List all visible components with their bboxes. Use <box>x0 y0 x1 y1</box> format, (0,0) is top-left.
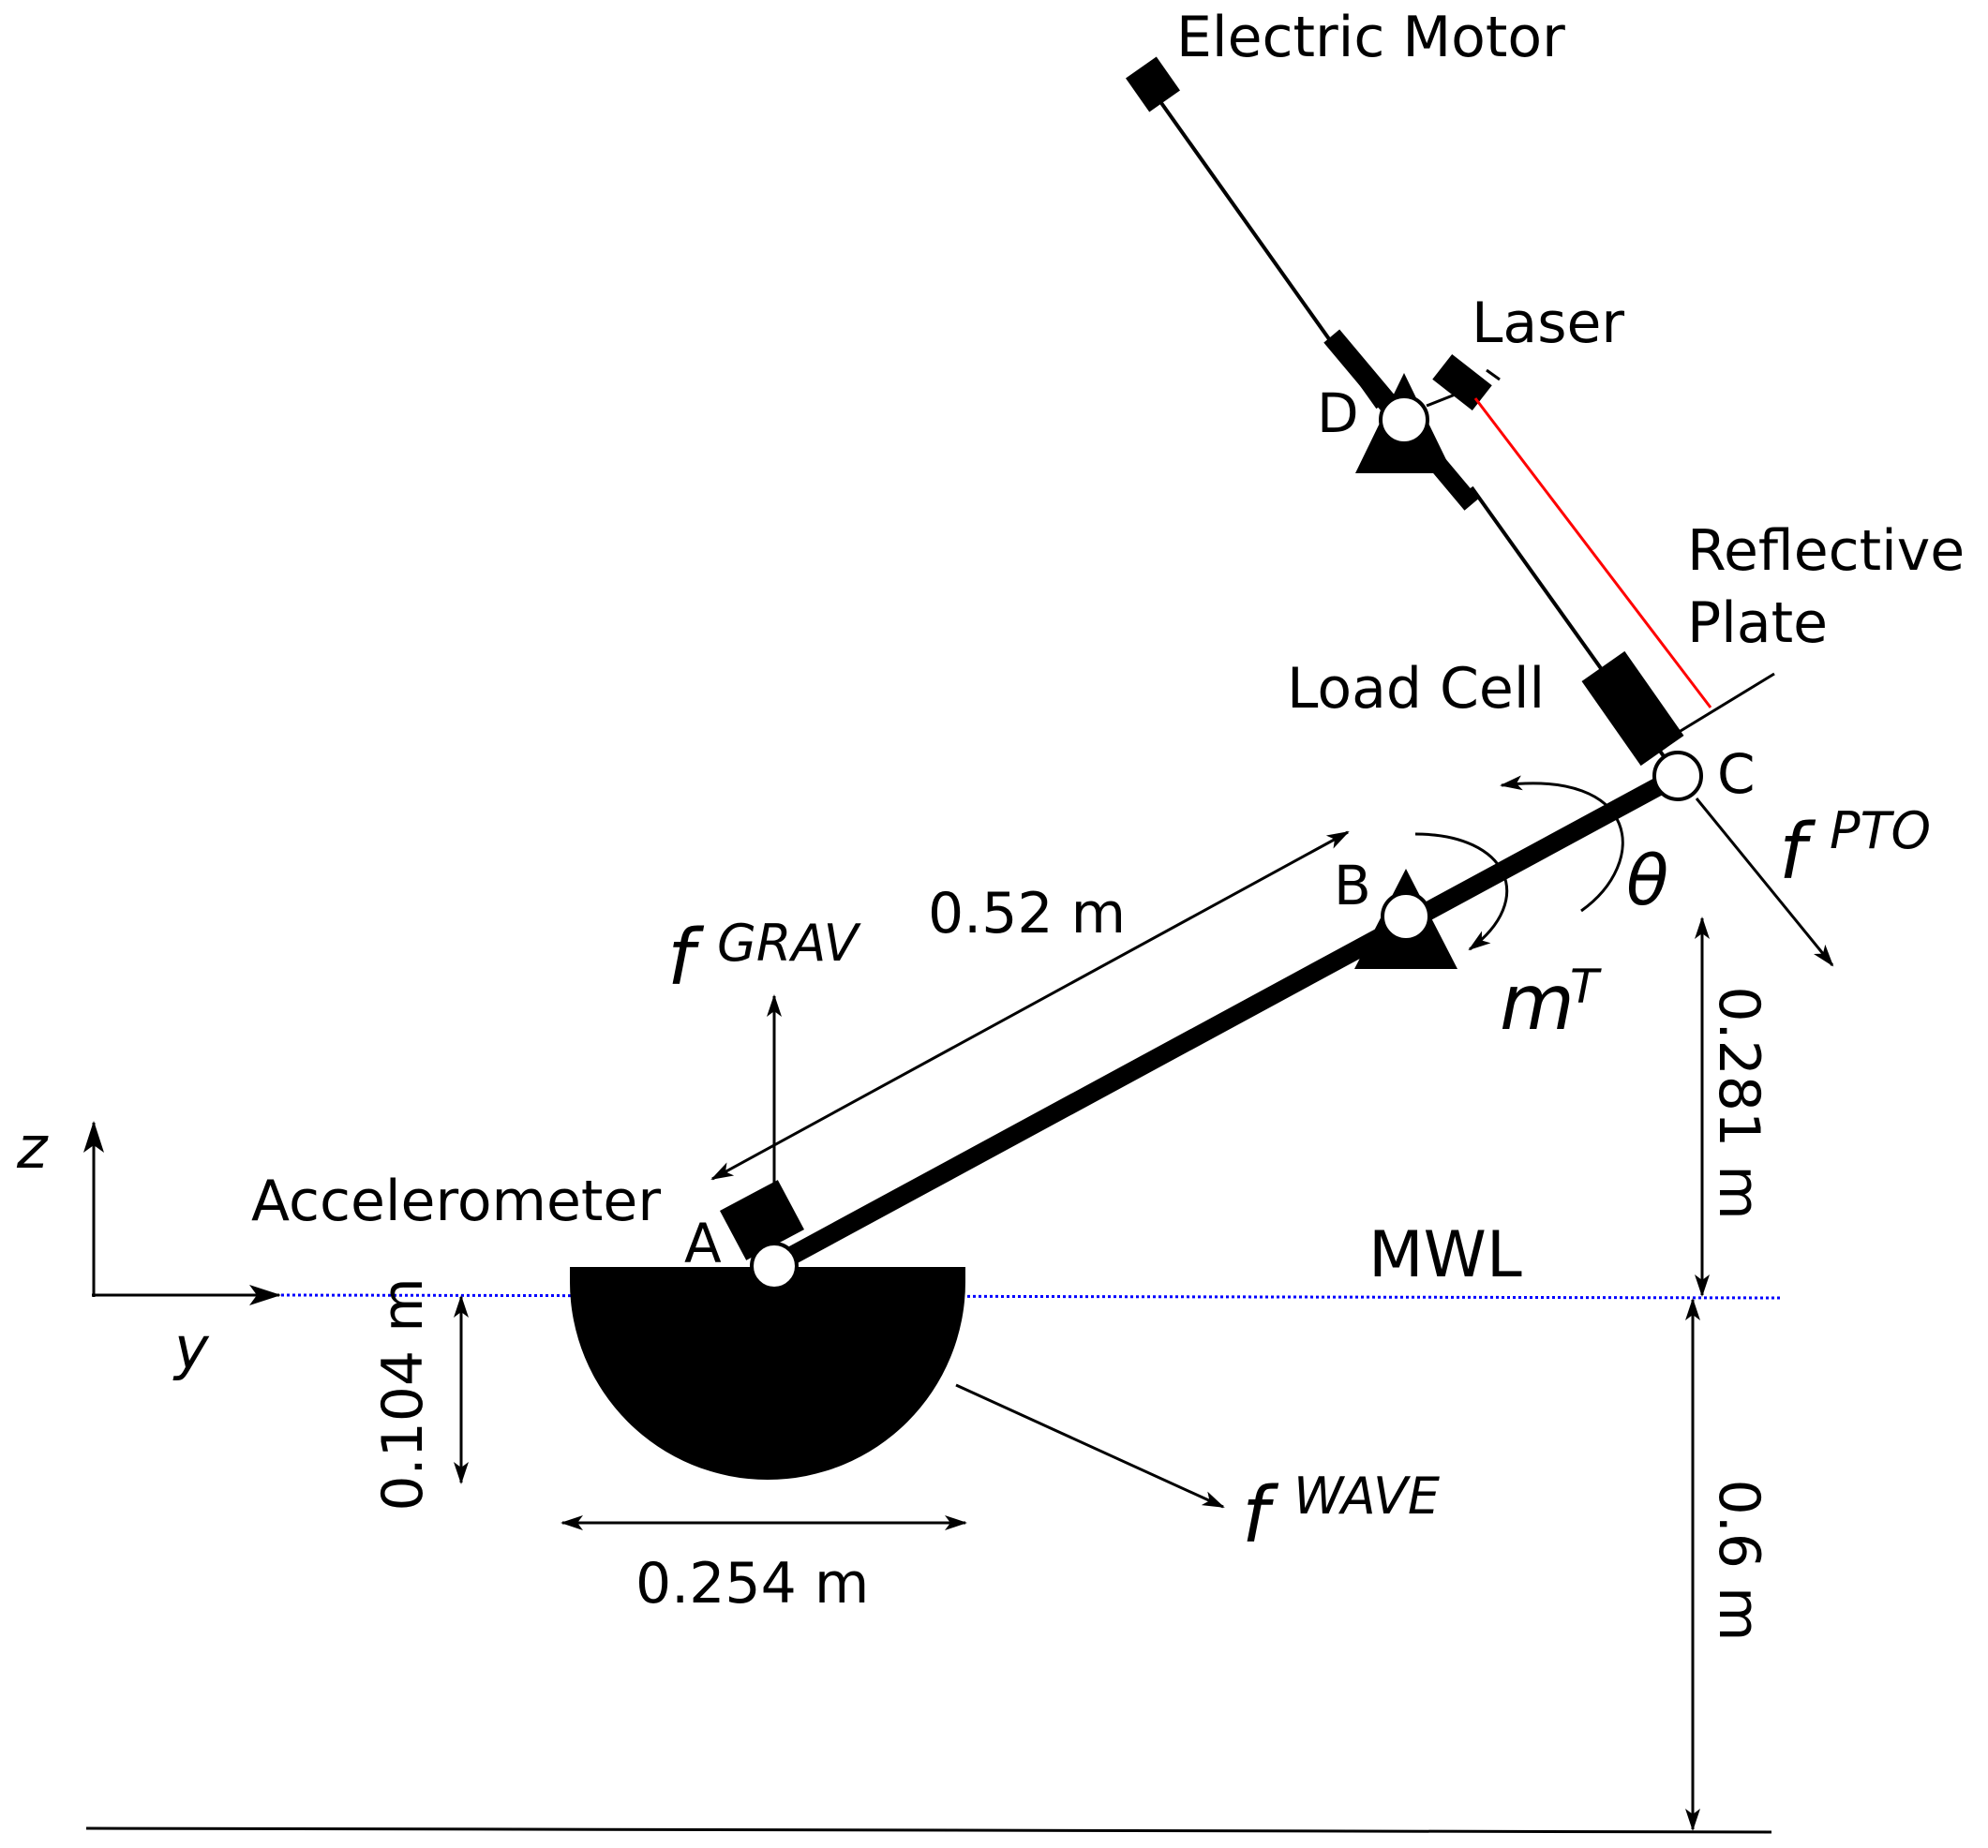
pivot-height-label: 0.281 m <box>1706 986 1771 1219</box>
f-pto-symbol: f <box>1779 808 1816 897</box>
laser-beam <box>1473 397 1712 708</box>
tank-floor-line <box>85 1826 1772 1834</box>
float-depth-label: 0.104 m <box>370 1277 436 1511</box>
reflective-plate-label-line1: Reflective <box>1687 518 1965 584</box>
accelerometer-label: Accelerometer <box>251 1169 661 1234</box>
mean-water-level-line <box>280 1293 1782 1300</box>
coordinate-axes: z y <box>16 1113 281 1382</box>
y-axis-label: y <box>172 1314 210 1382</box>
point-d-label: D <box>1317 381 1359 445</box>
electric-motor-label: Electric Motor <box>1176 5 1565 70</box>
point-a-label: A <box>684 1212 722 1275</box>
accelerometer-block <box>720 1180 804 1260</box>
pivot-c <box>1652 751 1703 801</box>
f-grav-label: f GRAV <box>667 914 862 1003</box>
point-c-label: C <box>1717 742 1756 806</box>
float-width-label: 0.254 m <box>635 1551 869 1617</box>
f-grav-symbol: f <box>667 914 705 1003</box>
water-depth-label: 0.6 m <box>1706 1480 1771 1642</box>
mwl-label: MWL <box>1368 1218 1522 1292</box>
theta-angle-arc <box>1500 775 1624 913</box>
laser-block <box>1432 353 1492 411</box>
f-pto-label: f PTO <box>1779 801 1931 897</box>
torque-arrow <box>1414 832 1509 951</box>
torque-symbol: m <box>1500 959 1575 1048</box>
arm-length-label: 0.52 m <box>928 881 1126 946</box>
f-wave-superscript: WAVE <box>1293 1467 1441 1526</box>
laser-label: Laser <box>1472 291 1624 356</box>
f-grav-superscript: GRAV <box>717 914 862 973</box>
pivot-b <box>1381 891 1431 942</box>
f-wave-symbol: f <box>1242 1471 1279 1560</box>
point-b-label: B <box>1334 854 1371 917</box>
reflective-plate <box>1675 672 1775 736</box>
f-wave-arrow <box>955 1383 1225 1509</box>
laser-tick <box>1486 368 1501 381</box>
hemispherical-float <box>570 1267 965 1480</box>
torque-label: m T <box>1500 959 1602 1048</box>
f-wave-label: f WAVE <box>1242 1467 1441 1560</box>
z-axis-label: z <box>16 1113 49 1182</box>
f-pto-arrow <box>1695 797 1834 967</box>
pivot-d <box>1379 395 1429 445</box>
theta-label: θ <box>1626 841 1668 921</box>
arm-length-dimension <box>710 830 1350 1181</box>
electric-motor-block <box>1125 56 1181 112</box>
load-cell-block <box>1581 650 1684 767</box>
f-pto-superscript: PTO <box>1830 801 1931 860</box>
torque-superscript: T <box>1570 960 1602 1014</box>
pivot-a <box>750 1242 799 1290</box>
reflective-plate-label-line2: Plate <box>1687 590 1828 656</box>
load-cell-label: Load Cell <box>1287 656 1545 722</box>
